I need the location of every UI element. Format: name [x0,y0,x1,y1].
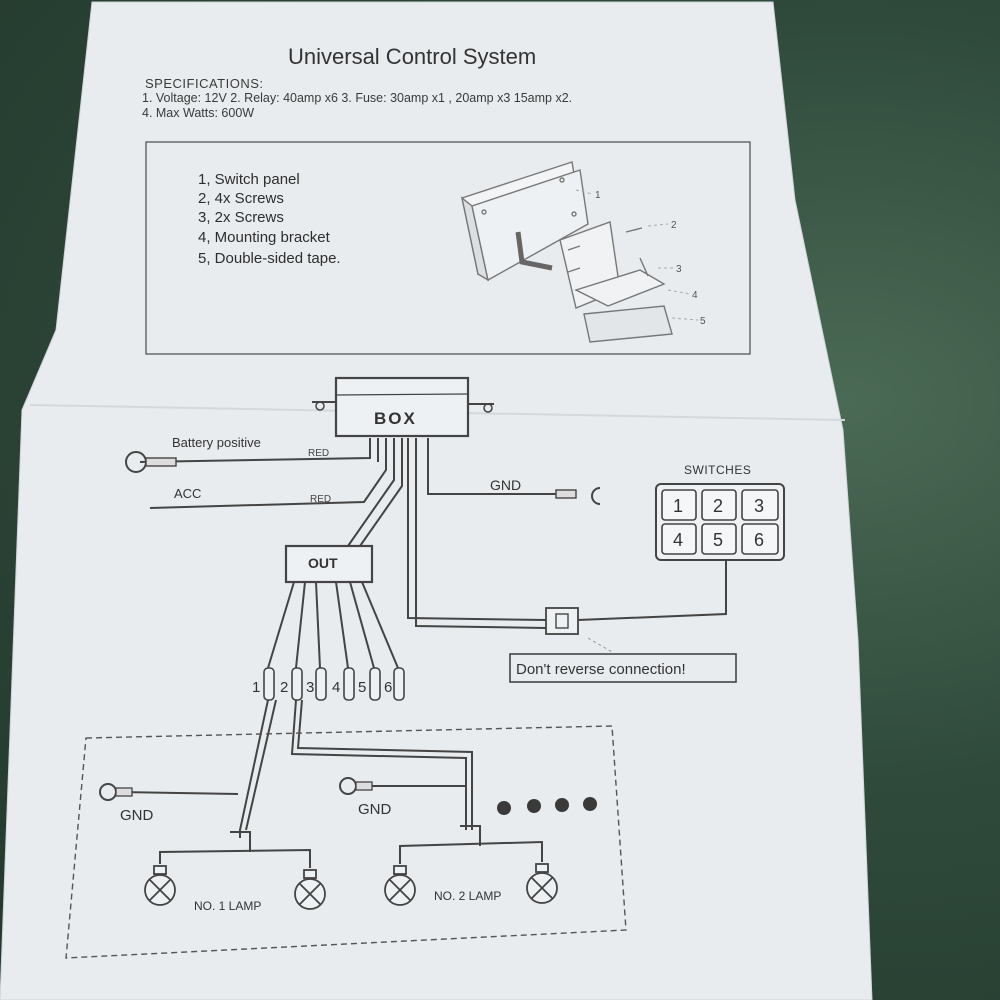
fuse-holders [263,667,405,701]
warning-text: Don't reverse connection! [516,661,686,678]
acc-wire-color: RED [310,494,331,505]
lamp2-label: NO. 2 LAMP [434,889,501,903]
specifications-line-1: 1. Voltage: 12V 2. Relay: 40amp x6 3. Fu… [142,91,573,105]
callout-2: 2 [671,220,677,231]
switch-number-1: 1 [673,496,683,516]
switch-panel-illustration [460,161,589,282]
fuse-number-4: 4 [332,679,340,696]
specifications-heading: SPECIFICATIONS: [145,76,264,91]
callout-3: 3 [676,264,682,275]
fuse-number-6: 6 [384,679,392,696]
lamps-area [65,725,627,959]
fuse-number-3: 3 [306,679,314,696]
gnd-fork-terminal [555,489,577,499]
callout-5: 5 [700,316,706,327]
warning-box [509,653,737,683]
parts-list-item: 4, Mounting bracket [198,229,330,246]
parts-list-item: 1, Switch panel [198,171,300,188]
acc-label: ACC [174,486,201,501]
gnd-box-label: GND [490,477,521,493]
fuse-number-5: 5 [358,679,366,696]
wiring-lines [119,401,727,868]
gnd-lamp2-label: GND [358,801,392,818]
switch-number-6: 6 [754,530,764,550]
callout-leaders [575,189,699,321]
fuse-numbers: 1 2 3 4 5 6 [252,679,392,696]
switch-numbers: 1 2 3 4 5 6 [673,496,764,550]
callout-4: 4 [692,290,698,301]
fuse-number-2: 2 [280,679,288,696]
page-title: Universal Control System [288,44,537,69]
out-box [284,544,374,584]
bracket-illustration [559,221,673,343]
callout-numbers: 1 2 3 4 5 [595,190,706,327]
callout-1: 1 [595,190,601,201]
parts-list-item: 5, Double-sided tape. [198,250,341,267]
more-lamps-dots [497,797,597,815]
switches-label: SWITCHES [684,463,751,477]
relay-box [334,376,470,438]
parts-list-item: 3, 2x Screws [198,209,284,226]
parts-frame [145,141,751,355]
reverse-connector [545,607,579,635]
parts-list-item: 2, 4x Screws [198,190,284,207]
specifications-line-2: 4. Max Watts: 600W [142,106,255,120]
box-label: BOX [374,409,417,428]
switch-number-5: 5 [713,530,723,550]
paper-sheet [0,1,873,1000]
switch-buttons [661,489,779,555]
switch-number-2: 2 [713,496,723,516]
lamp1-label: NO. 1 LAMP [194,899,261,913]
fuse-number-1: 1 [252,679,260,696]
battery-positive-label: Battery positive [172,435,261,450]
switch-number-4: 4 [673,530,683,550]
gnd-lamp1-label: GND [120,807,154,824]
switch-number-3: 3 [754,496,764,516]
lamp-symbols [144,863,558,910]
out-label: OUT [308,555,338,571]
battery-wire-color: RED [308,448,329,459]
